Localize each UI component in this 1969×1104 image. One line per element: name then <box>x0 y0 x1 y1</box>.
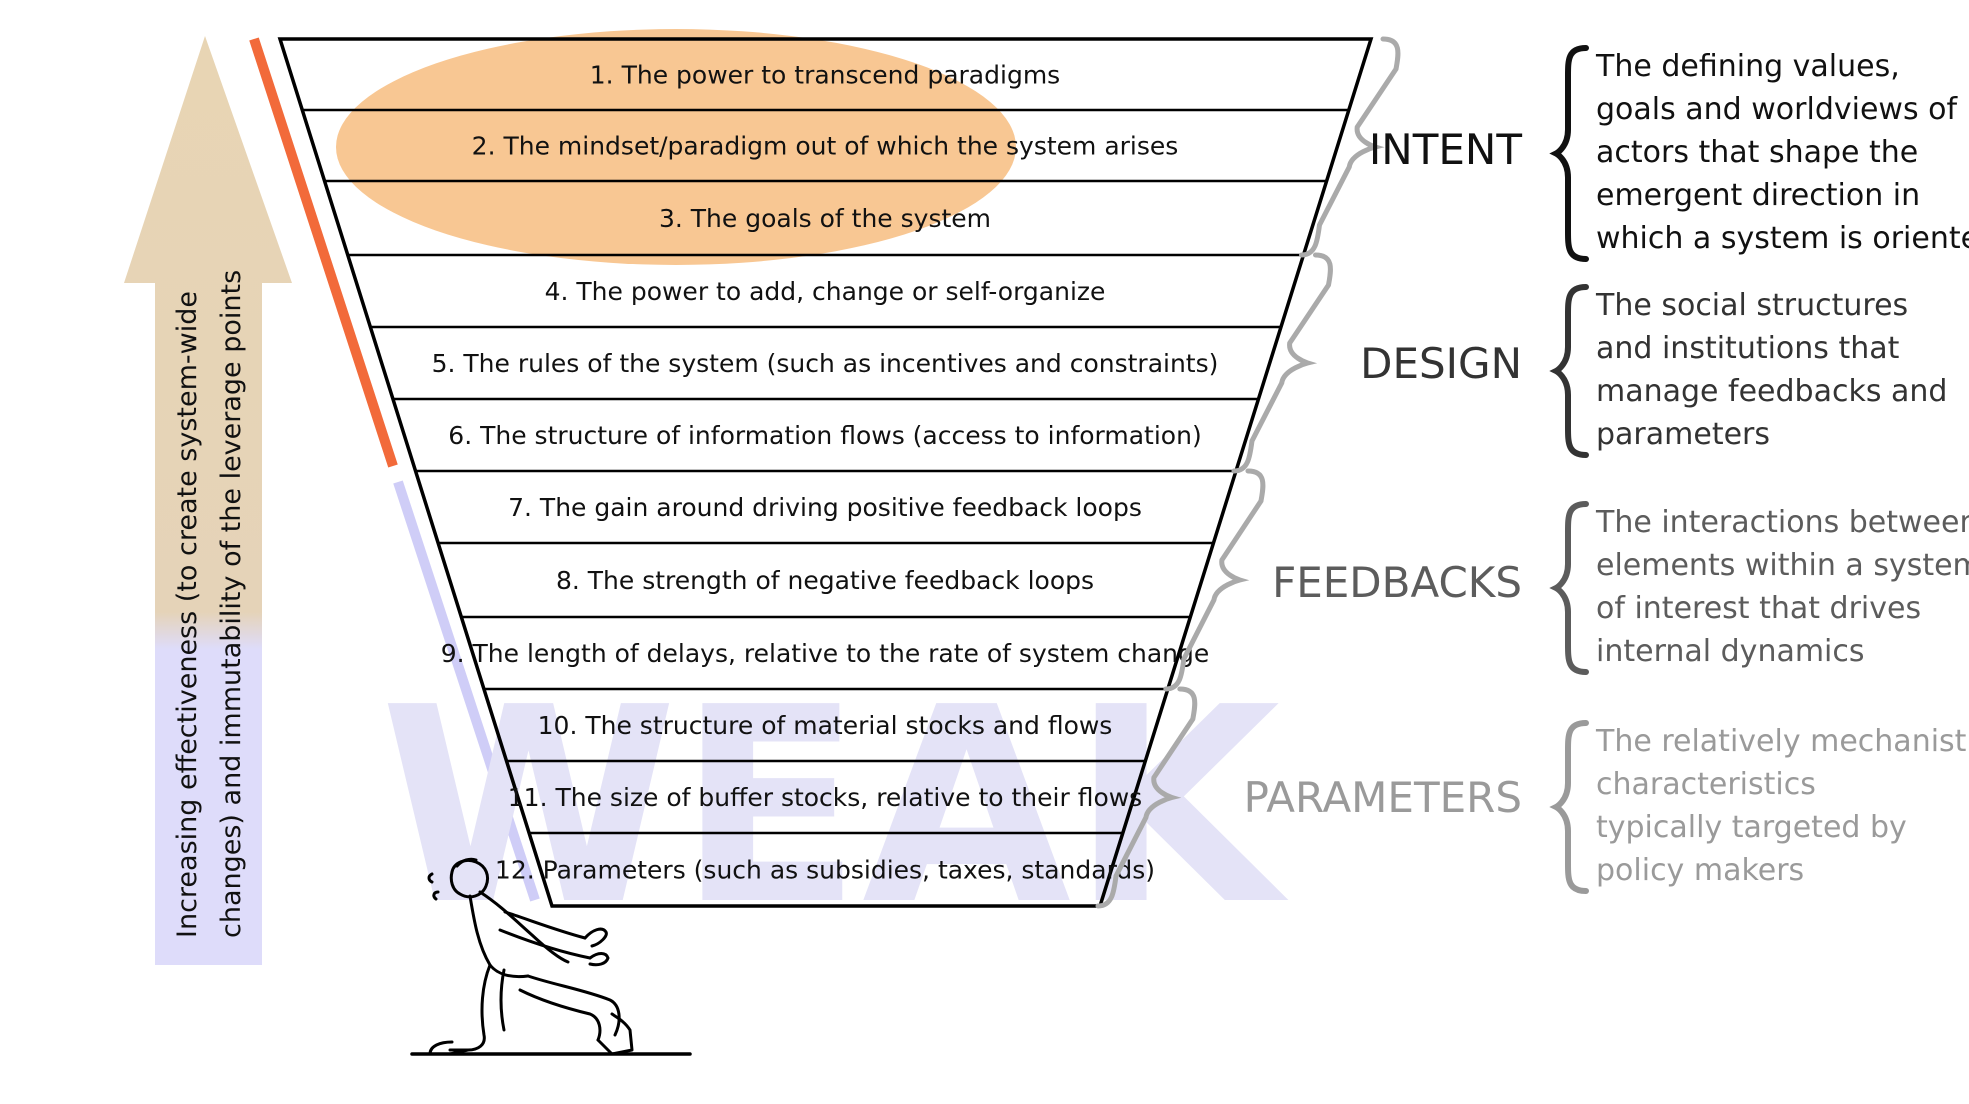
leverage-level-10: 10. The structure of material stocks and… <box>538 711 1113 740</box>
category-description-line: emergent direction in <box>1596 178 1920 213</box>
description-brace-intent <box>1549 45 1589 262</box>
description-brace-feedbacks <box>1549 501 1589 675</box>
leverage-level-7: 7. The gain around driving positive feed… <box>508 493 1142 522</box>
funnel-brace-intent <box>1298 36 1401 258</box>
category-label-feedbacks: FEEDBACKS <box>1272 558 1522 607</box>
category-description-line: goals and worldviews of <box>1596 92 1958 127</box>
category-label-parameters: PARAMETERS <box>1244 773 1522 822</box>
category-description-line: manage feedbacks and <box>1596 374 1947 409</box>
leverage-level-4: 4. The power to add, change or self-orga… <box>545 277 1106 306</box>
leverage-level-3: 3. The goals of the system <box>659 204 991 233</box>
category-description-line: and institutions that <box>1596 331 1900 366</box>
weak-watermark: WEAK <box>380 649 1291 964</box>
category-description-line: parameters <box>1596 417 1770 452</box>
leverage-level-1: 1. The power to transcend paradigms <box>590 61 1060 90</box>
category-label-design: DESIGN <box>1360 339 1522 388</box>
strong-indicator-bar <box>249 37 398 468</box>
leverage-level-5: 5. The rules of the system (such as ince… <box>432 349 1219 378</box>
description-brace-parameters <box>1549 720 1589 894</box>
category-description-line: which a system is oriented <box>1596 221 1969 256</box>
funnel-brace-parameters <box>1095 686 1198 909</box>
category-description-line: The social structures <box>1595 288 1908 323</box>
effectiveness-arrow: Increasing effectiveness (to create syst… <box>124 36 292 965</box>
paradigm-highlight <box>336 29 1016 265</box>
category-description-line: elements within a system <box>1596 548 1969 583</box>
leverage-level-12: 12. Parameters (such as subsidies, taxes… <box>495 856 1155 885</box>
arrow-label-line-2: changes) and immutability of the leverag… <box>216 270 247 938</box>
category-description-line: characteristics <box>1596 767 1816 802</box>
leverage-level-2: 2. The mindset/paradigm out of which the… <box>472 132 1179 161</box>
leverage-level-6: 6. The structure of information flows (a… <box>448 421 1201 450</box>
leverage-level-9: 9. The length of delays, relative to the… <box>441 639 1210 668</box>
leverage-level-8: 8. The strength of negative feedback loo… <box>556 566 1094 595</box>
category-description-line: The defining values, <box>1595 49 1900 84</box>
category-label-intent: INTENT <box>1369 125 1522 174</box>
arrow-label-line-1: Increasing effectiveness (to create syst… <box>172 291 203 938</box>
category-description-line: of interest that drives <box>1596 591 1921 626</box>
category-description-line: internal dynamics <box>1596 634 1865 669</box>
weak-indicator-bar <box>393 480 540 902</box>
category-description-line: The interactions between <box>1595 505 1969 540</box>
leverage-level-11: 11. The size of buffer stocks, relative … <box>508 783 1142 812</box>
leverage-funnel: 1. The power to transcend paradigms 2. Th… <box>277 37 1374 908</box>
funnel-brace-feedbacks <box>1163 468 1266 692</box>
pushing-person-illustration <box>410 857 692 1056</box>
category-braces: INTENT The defining values, goals and worl… <box>1095 36 1969 909</box>
category-description-line: actors that shape the <box>1596 135 1918 170</box>
description-brace-design <box>1549 284 1589 458</box>
category-description-line: The relatively mechanistic <box>1595 724 1969 759</box>
funnel-brace-design <box>1231 252 1333 474</box>
category-description-line: policy makers <box>1596 853 1804 888</box>
category-description-line: typically targeted by <box>1596 810 1907 845</box>
